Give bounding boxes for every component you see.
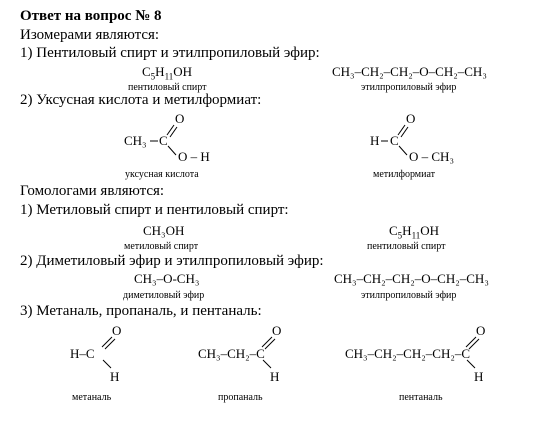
propanal-structure: O CH₃–CH₂–C H: [198, 323, 281, 384]
acetic-o-top: O: [175, 111, 184, 126]
formate-och3: O – CH₃: [409, 149, 454, 164]
formate-h: H: [370, 133, 379, 148]
pentanol-caption: пентиловый спирт: [128, 82, 207, 93]
propanal-chain: CH₃–CH₂–C: [198, 346, 265, 361]
homologs-item2-label: 2) Диметиловый эфир и этилпропиловый эфи…: [20, 253, 324, 269]
methanal-structure: O H–C H: [70, 323, 121, 384]
pentanal-chain: CH₃–CH₂–CH₂–CH₂–C: [345, 346, 470, 361]
propanal-o: O: [272, 323, 281, 338]
dimethyl-ether-caption: диметиловый эфир: [123, 290, 205, 301]
ethylpropyl-ether-caption: этилпропиловый эфир: [361, 82, 457, 93]
acetic-acid-caption: уксусная кислота: [125, 169, 199, 180]
acetic-acid-structure: CH₃ C O O – H: [124, 111, 210, 164]
propanal-caption: пропаналь: [218, 392, 263, 403]
pentanol-formula-2: C5H11OH: [389, 223, 440, 241]
acetic-oh: O – H: [178, 149, 210, 164]
methyl-formate-structure: H C O O – CH₃: [370, 111, 454, 164]
ethylpropyl-ether-caption-2: этилпропиловый эфир: [361, 290, 457, 301]
pentanal-structure: O CH₃–CH₂–CH₂–CH₂–C H: [345, 323, 485, 384]
methanal-caption: метаналь: [72, 392, 112, 403]
homologs-heading: Гомологами являются:: [20, 183, 165, 199]
methyl-formate-caption: метилформиат: [373, 169, 436, 180]
pentanal-h: H: [474, 369, 483, 384]
isomers-item2-label: 2) Уксусная кислота и метилформиат:: [20, 92, 262, 108]
isomers-item1-label: 1) Пентиловый спирт и этилпропиловый эфи…: [20, 45, 320, 61]
pentanal-caption: пентаналь: [399, 392, 443, 403]
methanol-caption: метиловый спирт: [124, 241, 199, 252]
acetic-ch3: CH₃: [124, 133, 147, 148]
dimethyl-ether-formula: CH₃–O-CH₃: [134, 271, 200, 286]
acetic-c: C: [159, 133, 168, 148]
homologs-item3-label: 3) Метаналь, пропаналь, и пентаналь:: [20, 303, 262, 319]
methanal-h: H: [110, 369, 119, 384]
ethylpropyl-ether-formula: CH₃–CH₂–CH₂–O–CH₂–CH₃: [332, 64, 487, 79]
homologs-item1-label: 1) Метиловый спирт и пентиловый спирт:: [20, 202, 289, 218]
pentanal-o: O: [476, 323, 485, 338]
propanal-h: H: [270, 369, 279, 384]
pentanol-formula: C5H11OH: [142, 64, 193, 82]
methanol-formula: CH₃OH: [143, 223, 185, 238]
ethylpropyl-ether-formula-2: CH₃–CH₂–CH₂–O–CH₂–CH₃: [334, 271, 489, 286]
formate-o-top: O: [406, 111, 415, 126]
page-title: Ответ на вопрос № 8: [20, 8, 162, 24]
formate-c: C: [390, 133, 399, 148]
methanal-o: O: [112, 323, 121, 338]
methanal-hc: H–C: [70, 346, 95, 361]
pentanol-caption-2: пентиловый спирт: [367, 241, 446, 252]
isomers-heading: Изомерами являются:: [20, 27, 160, 43]
